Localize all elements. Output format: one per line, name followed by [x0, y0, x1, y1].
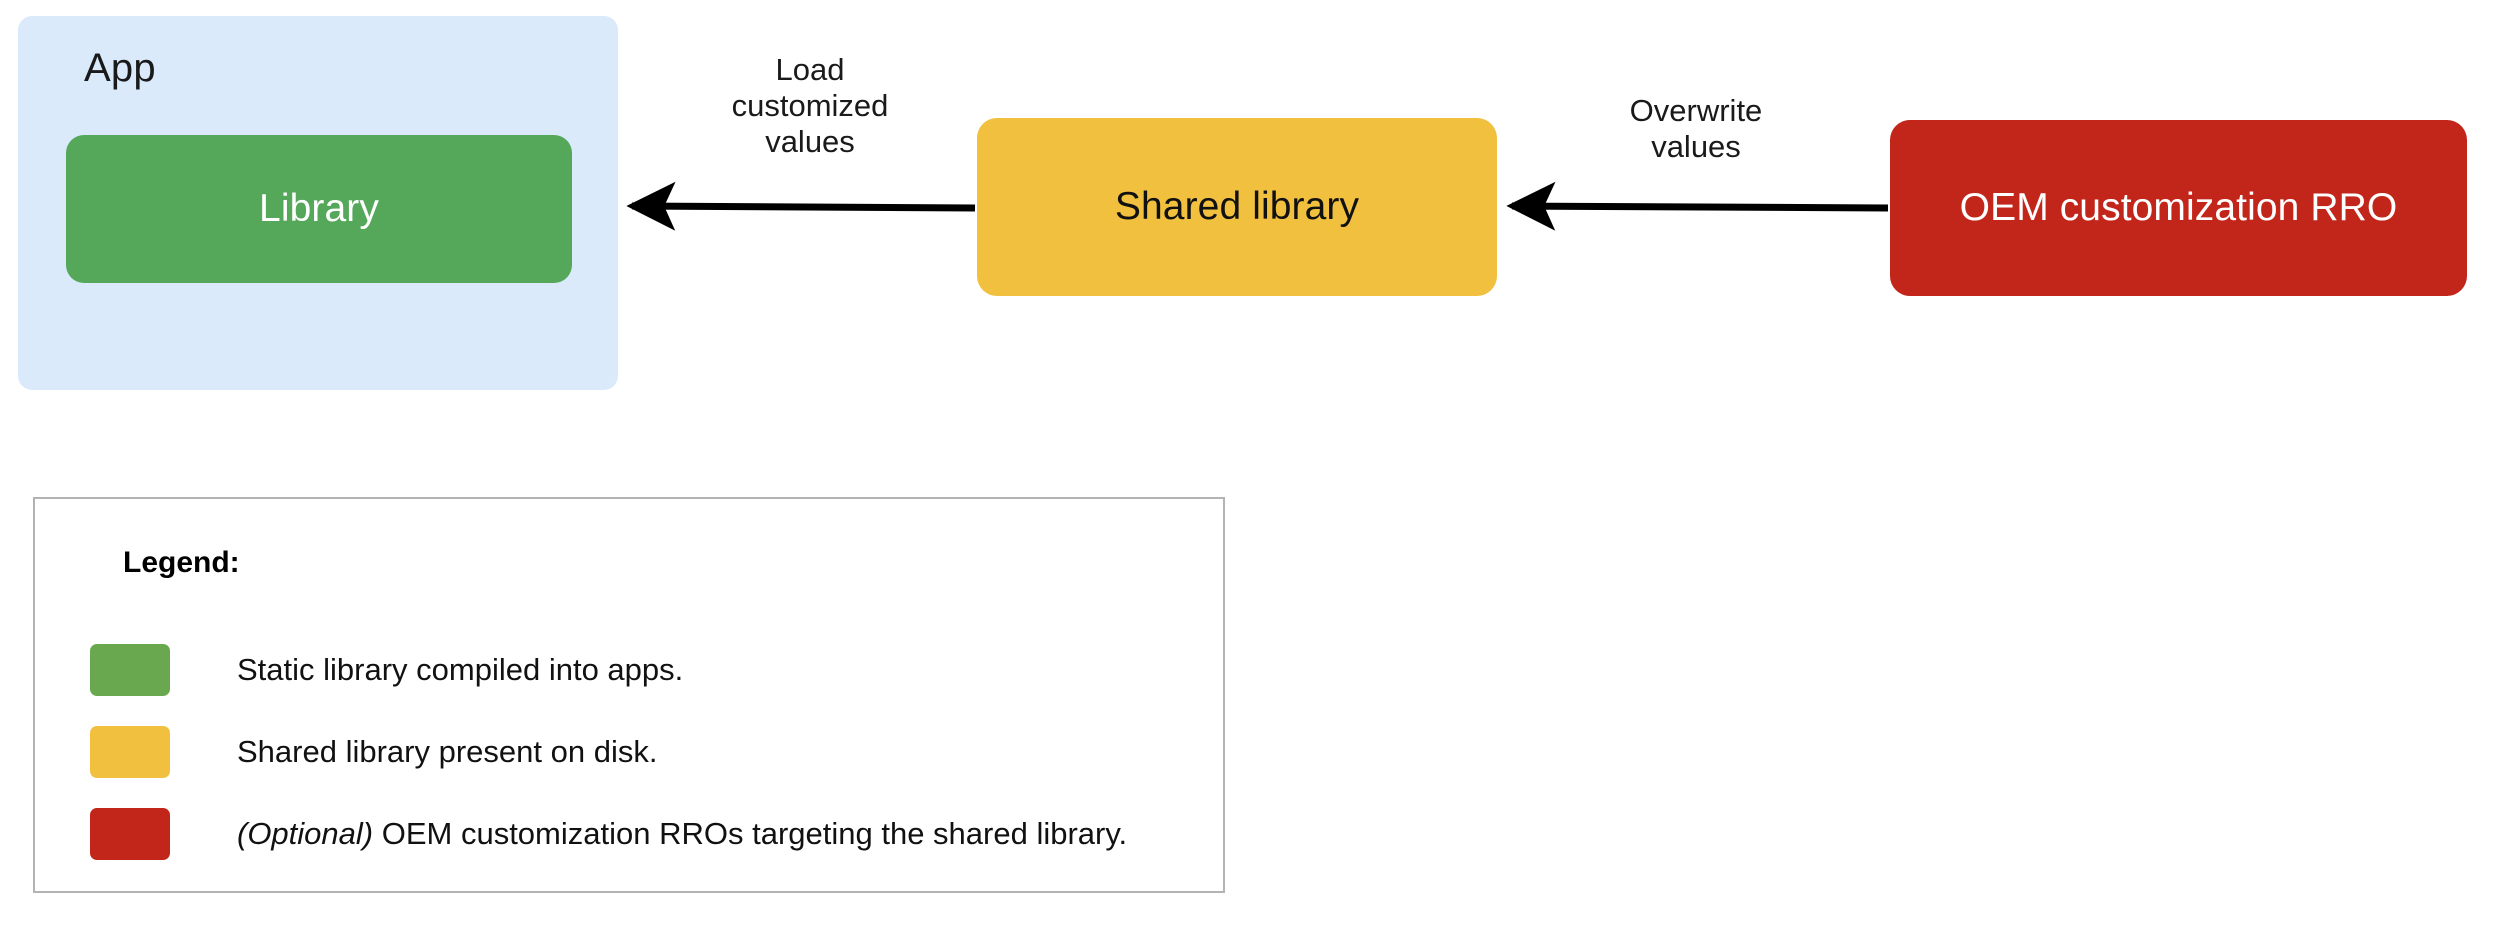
- node-shared-library-label: Shared library: [1114, 185, 1360, 228]
- legend-label-static-library: Static library compiled into apps.: [237, 651, 683, 689]
- node-library-label: Library: [259, 187, 379, 230]
- legend-items: Static library compiled into apps. Share…: [90, 629, 1190, 875]
- app-container-label: App: [84, 46, 156, 90]
- legend-item-oem-rro: (Optional) OEM customization RROs target…: [90, 793, 1190, 875]
- edge-label-load-customized-values: Load customized values: [731, 52, 889, 159]
- arrow-oem-rro-to-shared-library: [1506, 181, 1889, 231]
- node-oem-customization-rro-label: OEM customization RRO: [1959, 186, 2398, 229]
- node-library[interactable]: Library: [66, 135, 572, 283]
- legend-label-oem-rro-text: OEM customization RROs targeting the sha…: [373, 816, 1128, 851]
- legend-label-shared-library: Shared library present on disk.: [237, 733, 657, 771]
- legend-label-oem-rro-emphasis: (Optional): [237, 816, 374, 851]
- legend-title: Legend:: [123, 546, 240, 579]
- node-shared-library[interactable]: Shared library: [977, 118, 1497, 296]
- legend-swatch-green: [90, 644, 170, 696]
- legend-label-static-library-text: Static library compiled into apps.: [237, 652, 684, 687]
- legend: Legend: Static library compiled into app…: [33, 497, 1225, 893]
- legend-item-static-library: Static library compiled into apps.: [90, 629, 1190, 711]
- node-oem-customization-rro[interactable]: OEM customization RRO: [1890, 120, 2467, 296]
- legend-swatch-yellow: [90, 726, 170, 778]
- legend-item-shared-library: Shared library present on disk.: [90, 711, 1190, 793]
- edge-label-overwrite-values: Overwrite values: [1629, 93, 1763, 164]
- legend-swatch-red: [90, 808, 170, 860]
- arrow-shared-library-to-library: [626, 181, 976, 231]
- legend-label-shared-library-text: Shared library present on disk.: [237, 734, 658, 769]
- legend-label-oem-rro: (Optional) OEM customization RROs target…: [237, 815, 1127, 853]
